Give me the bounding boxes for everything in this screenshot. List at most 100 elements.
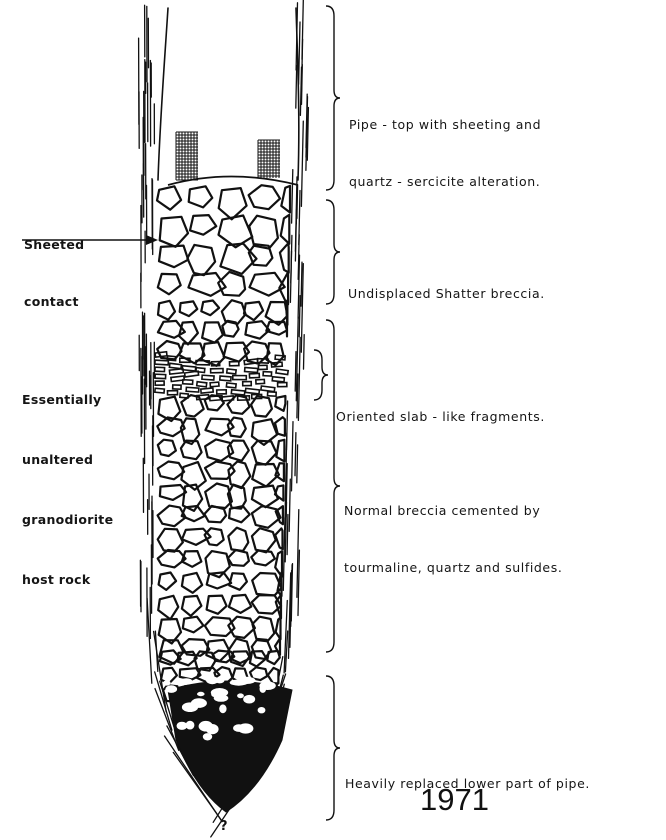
label-line: quartz - sercicite alteration. bbox=[349, 172, 541, 191]
breccia-fragment bbox=[275, 485, 283, 500]
breccia-fragment bbox=[189, 186, 213, 207]
year-label: 1971 bbox=[420, 782, 489, 818]
sheeting-line bbox=[295, 433, 296, 476]
pipe-top-label: Pipe - top with sheeting and quartz - se… bbox=[349, 77, 541, 229]
breccia-fragment bbox=[280, 243, 289, 272]
breccia-fragment bbox=[158, 596, 178, 620]
remnant-fragment bbox=[237, 693, 244, 698]
slab-fragment bbox=[233, 376, 247, 380]
breccia-fragment bbox=[219, 216, 253, 248]
breccia-fragment bbox=[180, 301, 198, 316]
label-line: contact bbox=[24, 292, 84, 311]
sheeting-line bbox=[301, 121, 303, 206]
breccia-fragment bbox=[160, 485, 186, 500]
breccia-fragment bbox=[276, 440, 284, 462]
breccia-fragment bbox=[281, 186, 290, 213]
sheeting-line bbox=[304, 335, 305, 370]
slab-fragment bbox=[243, 382, 252, 386]
breccia-fragment bbox=[278, 573, 282, 596]
breccia-fragment bbox=[160, 217, 188, 247]
slab-fragment bbox=[268, 392, 277, 396]
remnant-fragment bbox=[163, 680, 171, 685]
slab-fragment bbox=[197, 382, 207, 387]
breccia-fragment bbox=[228, 550, 249, 566]
pipe-wall-left bbox=[158, 8, 168, 180]
slab-fragment bbox=[258, 365, 267, 369]
slab-fragment bbox=[217, 390, 227, 394]
remnant-fragment bbox=[206, 676, 219, 684]
slab-fragment bbox=[168, 391, 178, 395]
label-line: tourmaline, quartz and sulfides. bbox=[344, 558, 562, 577]
zone-brace bbox=[326, 6, 340, 190]
slab-fragment bbox=[226, 383, 236, 388]
sheeting-line bbox=[296, 66, 297, 109]
breccia-fragment bbox=[275, 396, 285, 411]
breccia-fragment bbox=[229, 573, 247, 590]
remnant-fragment bbox=[186, 721, 195, 730]
slab-fragment bbox=[186, 387, 199, 392]
breccia-fragment bbox=[183, 617, 204, 633]
slab-fragment bbox=[256, 379, 265, 383]
breccia-fragment bbox=[158, 301, 175, 320]
breccia-fragment bbox=[182, 573, 202, 593]
breccia-fragment bbox=[182, 596, 202, 616]
sheeting-line bbox=[299, 22, 300, 84]
label-line: Essentially bbox=[22, 390, 113, 410]
sheeting-line bbox=[292, 422, 294, 491]
breccia-fragment bbox=[205, 528, 224, 545]
breccia-fragment bbox=[252, 486, 278, 508]
breccia-fragment bbox=[250, 273, 285, 296]
breccia-fragment bbox=[275, 417, 285, 436]
breccia-fragment bbox=[275, 463, 284, 481]
replaced-zone bbox=[168, 681, 292, 812]
breccia-fragment bbox=[158, 440, 176, 456]
remnant-fragment bbox=[203, 733, 212, 740]
label-line: Pipe - top with sheeting and bbox=[349, 115, 541, 134]
breccia-fragment bbox=[244, 302, 263, 320]
remnant-fragment bbox=[182, 702, 198, 712]
slab-fragment bbox=[249, 373, 259, 377]
breccia-fragment bbox=[228, 617, 255, 638]
sheeting-line bbox=[289, 479, 290, 531]
breccia-fragment bbox=[157, 186, 181, 209]
slab-fragment bbox=[169, 363, 181, 368]
zone-brace bbox=[326, 200, 340, 304]
slab-fragment bbox=[210, 382, 219, 387]
shatter-breccia-label: Undisplaced Shatter breccia. bbox=[348, 246, 545, 341]
breccia-fragment bbox=[267, 651, 280, 664]
slab-fragment bbox=[227, 369, 236, 374]
slab-fragment bbox=[169, 369, 183, 374]
slab-fragment bbox=[231, 390, 245, 395]
breccia-fragment bbox=[158, 274, 181, 294]
remnant-fragment bbox=[180, 678, 192, 684]
zone-brace bbox=[314, 350, 328, 400]
sheeting-line bbox=[298, 337, 300, 420]
breccia-fragment bbox=[190, 215, 216, 235]
sheeting-line bbox=[299, 296, 300, 337]
breccia-fragment bbox=[205, 395, 224, 410]
slab-fragment bbox=[263, 372, 272, 376]
breccia-fragment bbox=[158, 462, 184, 480]
slab-fragment bbox=[220, 376, 231, 381]
label-line: Sheeted bbox=[24, 235, 84, 254]
breccia-fragment bbox=[202, 322, 223, 342]
sheeting-line bbox=[300, 67, 301, 115]
slab-fragment bbox=[155, 374, 166, 378]
remnant-fragment bbox=[211, 688, 228, 697]
alteration-hatching bbox=[176, 132, 280, 180]
sheeting-line bbox=[296, 187, 297, 224]
slab-fragment bbox=[230, 362, 239, 366]
slab-fragment bbox=[183, 380, 193, 385]
breccia-fragment bbox=[252, 528, 276, 552]
remnant-fragment bbox=[166, 685, 178, 693]
breccia-fragment bbox=[207, 596, 227, 614]
breccia-fragment bbox=[281, 215, 290, 244]
slab-fragment bbox=[182, 366, 196, 371]
breccia-fragment bbox=[158, 550, 186, 567]
remnant-fragment bbox=[233, 724, 245, 732]
zone-brace bbox=[326, 676, 340, 820]
slab-fragment bbox=[245, 388, 259, 393]
slab-fragment bbox=[155, 360, 169, 365]
breccia-fragments bbox=[157, 177, 298, 704]
sheeting-line bbox=[287, 515, 288, 555]
